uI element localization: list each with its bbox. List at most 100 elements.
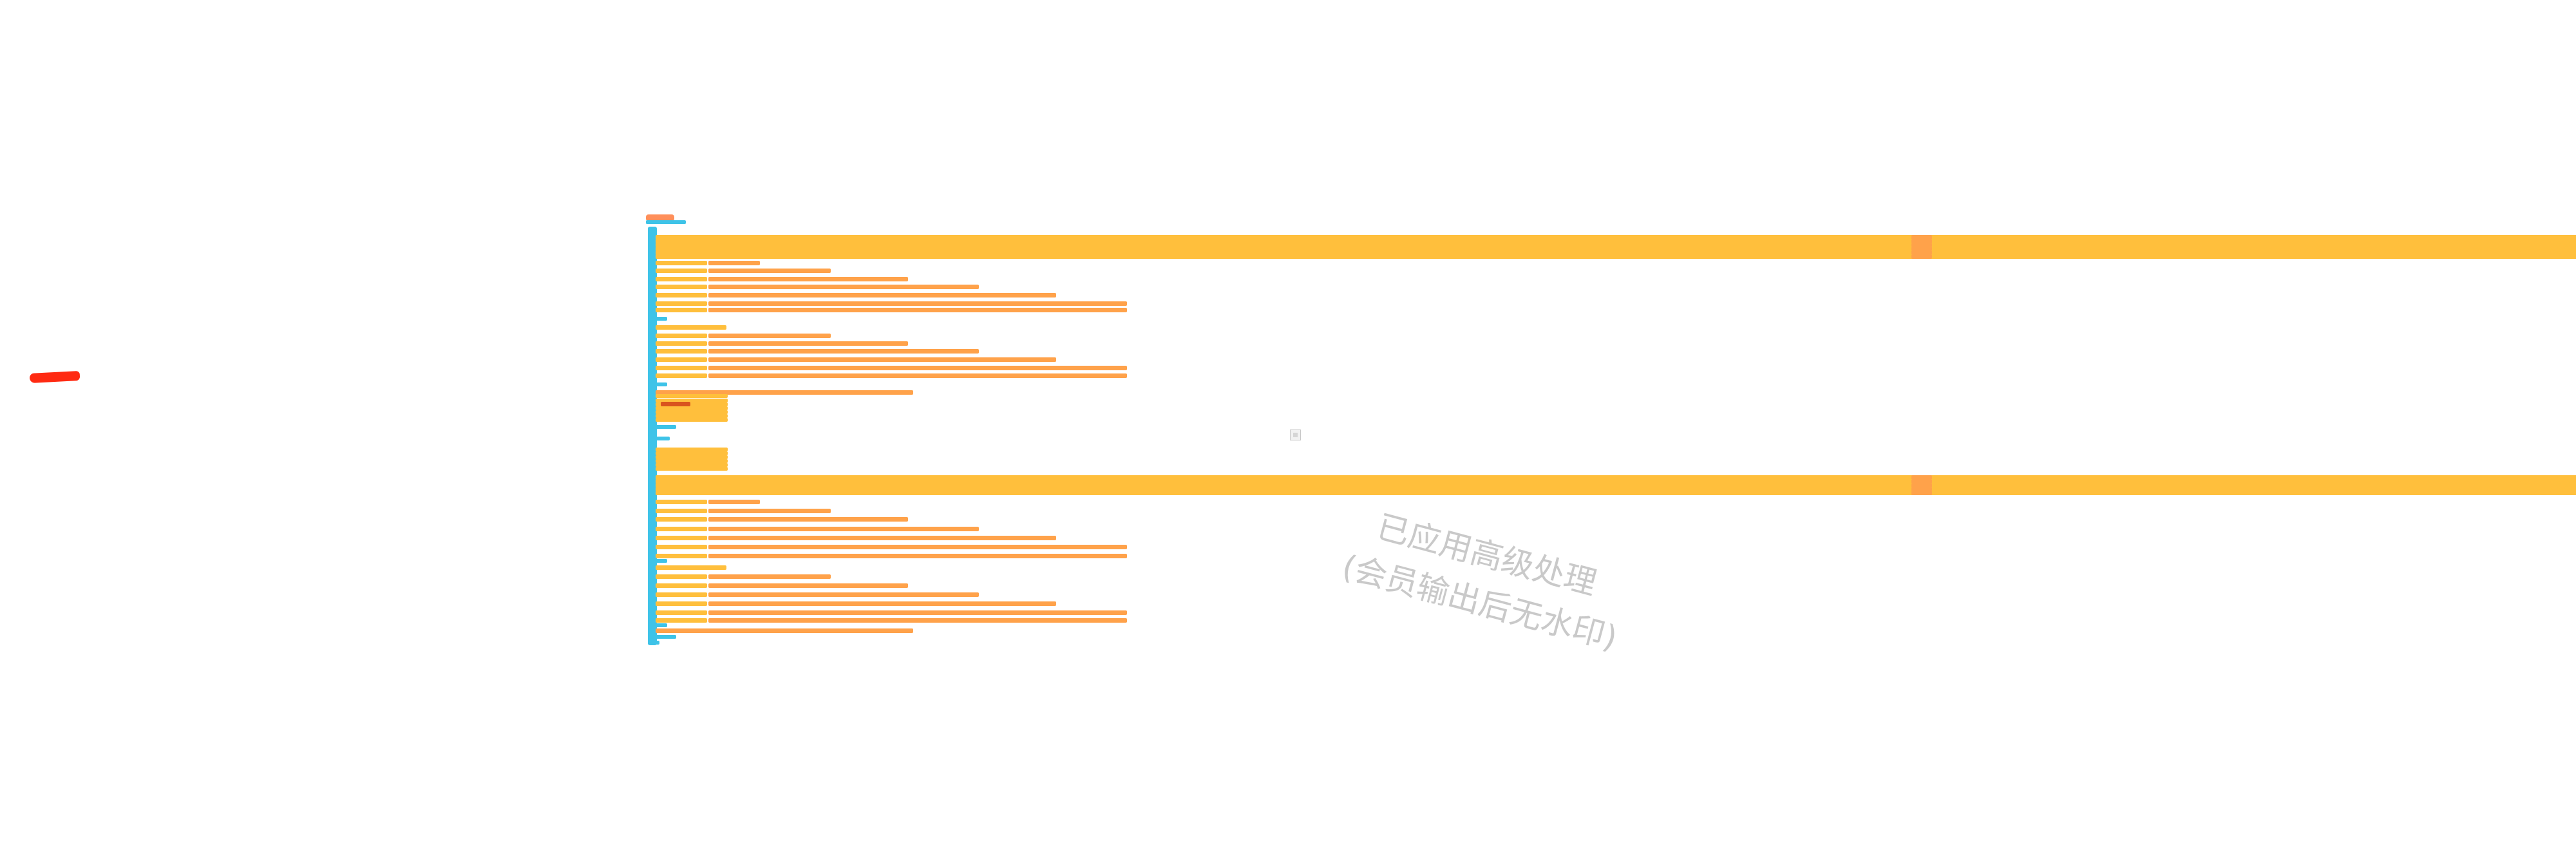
operator-block[interactable]: [708, 308, 1127, 312]
operator-block[interactable]: [708, 341, 908, 346]
looks-block[interactable]: [656, 357, 707, 362]
looks-block[interactable]: [656, 574, 707, 579]
looks-block[interactable]: [656, 277, 707, 281]
looks-block[interactable]: [656, 399, 728, 402]
operator-block[interactable]: [708, 366, 1127, 370]
looks-block-row[interactable]: [656, 475, 2576, 480]
looks-block[interactable]: [656, 269, 707, 273]
looks-block[interactable]: [656, 618, 707, 623]
operator-block[interactable]: [708, 574, 831, 579]
operator-block[interactable]: [708, 592, 979, 597]
operator-block[interactable]: [708, 601, 1056, 606]
operator-block[interactable]: [1911, 487, 1932, 491]
looks-block-row[interactable]: [656, 487, 2576, 491]
looks-block[interactable]: [656, 517, 707, 522]
operator-block[interactable]: [708, 509, 831, 513]
control-block[interactable]: [646, 220, 686, 224]
looks-block[interactable]: [656, 451, 728, 455]
looks-block[interactable]: [656, 308, 707, 312]
operator-block[interactable]: [1911, 243, 1932, 247]
operator-block[interactable]: [708, 349, 979, 354]
operator-block[interactable]: [1911, 247, 1932, 251]
looks-block[interactable]: [656, 527, 707, 531]
looks-block[interactable]: [656, 610, 707, 615]
operator-block[interactable]: [708, 536, 1056, 540]
operator-block[interactable]: [1911, 235, 1932, 240]
looks-block[interactable]: [656, 373, 707, 378]
looks-block[interactable]: [656, 545, 707, 549]
operator-block[interactable]: [708, 500, 760, 504]
looks-block-row[interactable]: [656, 235, 2576, 240]
looks-block-row[interactable]: [656, 243, 2576, 247]
looks-block[interactable]: [656, 293, 707, 297]
looks-block[interactable]: [656, 406, 728, 410]
control-block[interactable]: [648, 641, 659, 645]
operator-block[interactable]: [708, 583, 908, 588]
operator-block[interactable]: [708, 301, 1127, 306]
looks-block[interactable]: [656, 301, 707, 306]
looks-block[interactable]: [656, 349, 707, 354]
looks-block[interactable]: [656, 418, 728, 422]
operator-block[interactable]: [708, 527, 979, 531]
looks-block[interactable]: [656, 455, 728, 459]
looks-block[interactable]: [656, 285, 707, 289]
operator-block[interactable]: [708, 277, 908, 281]
operator-block[interactable]: [708, 334, 831, 338]
looks-block[interactable]: [656, 448, 728, 451]
looks-block-row[interactable]: [656, 247, 2576, 251]
looks-block[interactable]: [656, 402, 728, 406]
looks-block[interactable]: [656, 601, 707, 606]
operator-block[interactable]: [656, 390, 913, 395]
looks-block-row[interactable]: [656, 250, 2576, 255]
control-block[interactable]: [650, 382, 667, 386]
looks-block-row[interactable]: [656, 239, 2576, 243]
looks-block-row[interactable]: [656, 491, 2576, 495]
event-hat-block[interactable]: [646, 214, 674, 220]
operator-block[interactable]: [1911, 483, 1932, 487]
operator-block[interactable]: [656, 628, 913, 633]
looks-block[interactable]: [656, 394, 728, 398]
looks-block[interactable]: [656, 509, 707, 513]
looks-block[interactable]: [656, 554, 707, 558]
looks-block[interactable]: [656, 500, 707, 504]
operator-block[interactable]: [1911, 475, 1932, 480]
looks-block-row[interactable]: [656, 479, 2576, 484]
looks-block[interactable]: [656, 592, 707, 597]
operator-block[interactable]: [708, 357, 1056, 362]
control-block[interactable]: [650, 317, 667, 321]
looks-block[interactable]: [656, 565, 726, 570]
operator-block[interactable]: [1911, 254, 1932, 259]
operator-block[interactable]: [708, 261, 760, 265]
looks-block-row[interactable]: [656, 483, 2576, 487]
looks-block[interactable]: [656, 536, 707, 540]
looks-block[interactable]: [656, 467, 728, 471]
looks-block[interactable]: [656, 366, 707, 370]
operator-block[interactable]: [708, 554, 1127, 558]
highlighted-block[interactable]: [661, 402, 690, 406]
looks-block[interactable]: [656, 334, 707, 338]
operator-block[interactable]: [708, 293, 1056, 297]
control-block[interactable]: [650, 559, 667, 563]
operator-block[interactable]: [1911, 239, 1932, 243]
looks-block-row[interactable]: [656, 254, 2576, 259]
operator-block[interactable]: [708, 269, 831, 273]
looks-block[interactable]: [656, 410, 728, 414]
operator-block[interactable]: [708, 517, 908, 522]
looks-block[interactable]: [656, 414, 728, 418]
looks-block[interactable]: [656, 463, 728, 467]
control-block[interactable]: [650, 425, 676, 429]
operator-block[interactable]: [708, 373, 1127, 378]
looks-block[interactable]: [656, 459, 728, 463]
operator-block[interactable]: [708, 285, 979, 289]
looks-block[interactable]: [656, 261, 707, 265]
control-block[interactable]: [648, 635, 676, 639]
image-placeholder-icon[interactable]: [1290, 430, 1301, 440]
operator-block[interactable]: [708, 618, 1127, 623]
operator-block[interactable]: [708, 610, 1127, 615]
looks-block[interactable]: [656, 341, 707, 346]
operator-block[interactable]: [1911, 491, 1932, 495]
control-block[interactable]: [650, 623, 667, 627]
looks-block[interactable]: [656, 583, 707, 588]
operator-block[interactable]: [1911, 250, 1932, 255]
